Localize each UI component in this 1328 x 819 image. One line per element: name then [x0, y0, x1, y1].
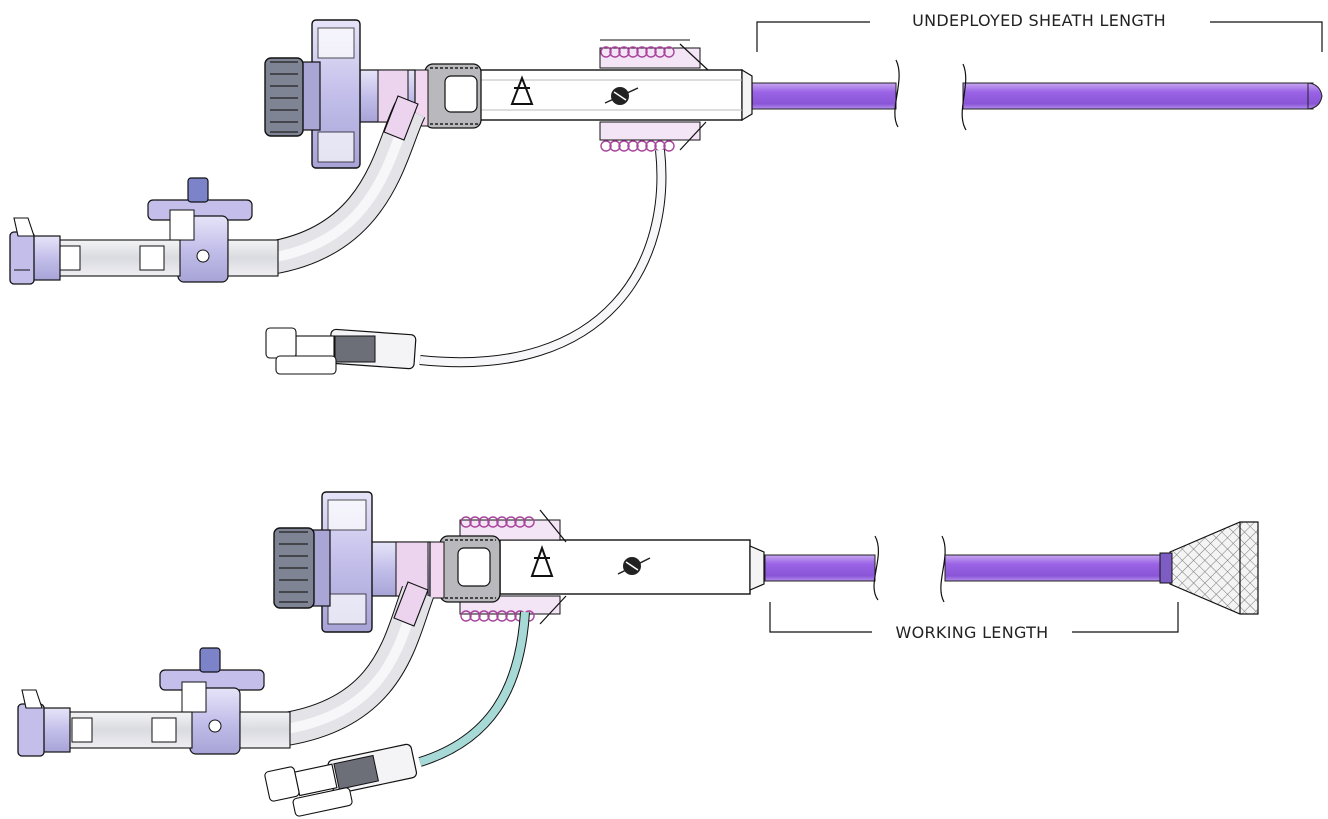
device-undeployed: UNDEPLOYED SHEATH LENGTH: [9, 11, 1323, 375]
undeployed-stopcock[interactable]: [147, 177, 253, 283]
logo-icon: [510, 75, 534, 105]
undeployed-luer-connector[interactable]: [9, 217, 61, 285]
undeployed-length-dimension: UNDEPLOYED SHEATH LENGTH: [756, 11, 1323, 52]
device-deployed: WORKING LENGTH: [17, 491, 1259, 819]
undeployed-seal-collar: [411, 63, 482, 129]
undeployed-hub-cap[interactable]: [264, 57, 304, 137]
deployed-hub-cap[interactable]: [273, 527, 315, 609]
undeployed-handle: [479, 68, 753, 122]
undeployed-slider-grip-bottom[interactable]: [599, 121, 707, 152]
undeployed-length-label: UNDEPLOYED SHEATH LENGTH: [912, 11, 1166, 30]
undeployed-hub: [299, 19, 416, 169]
deployed-side-port-tubing: [277, 581, 434, 747]
working-length-label: WORKING LENGTH: [895, 623, 1048, 642]
working-length-dimension: WORKING LENGTH: [769, 602, 1179, 642]
break-line-right: [940, 535, 946, 603]
break-line-left: [894, 59, 900, 128]
deployed-flush-line: [418, 611, 530, 767]
undeployed-side-port-tubing: [266, 95, 426, 275]
undeployed-flush-line: [419, 149, 667, 368]
deployed-handle: [499, 539, 765, 595]
undeployed-sheath: [749, 59, 1323, 131]
deployed-hub: [309, 491, 431, 633]
logo-icon: [530, 545, 554, 577]
deployed-stopcock[interactable]: [159, 647, 265, 755]
deployed-luer-connector[interactable]: [17, 689, 71, 757]
deployed-funnel-mesh: [1159, 521, 1259, 615]
deployed-slider-grip-top[interactable]: [459, 509, 567, 543]
undeployed-luer-tubing: [55, 239, 279, 277]
deployed-flush-stopcock[interactable]: [264, 741, 420, 819]
deployed-luer-tubing: [67, 711, 291, 749]
break-line-right: [961, 63, 967, 131]
deployed-seal-collar: [427, 535, 501, 603]
undeployed-slider-grip-top[interactable]: [599, 39, 709, 71]
deployed-sheath: [764, 535, 1171, 603]
break-line-left: [873, 535, 880, 601]
undeployed-flush-stopcock[interactable]: [265, 327, 417, 375]
